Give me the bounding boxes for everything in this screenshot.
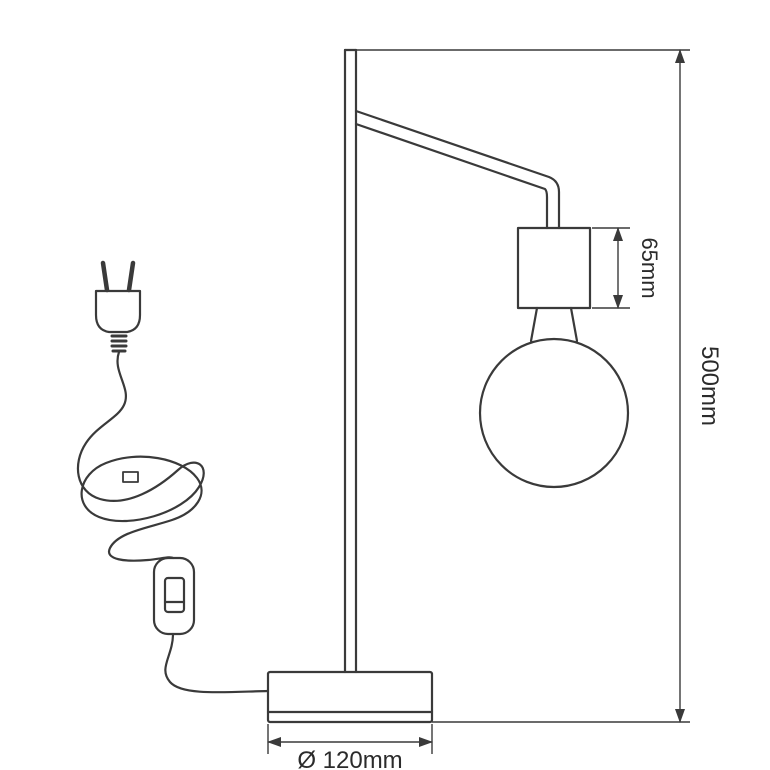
switch-rocker (163, 576, 186, 614)
base-dimension-label: Ø 120mm (297, 747, 402, 770)
plug-cable-grip (110, 334, 128, 353)
light-bulb (478, 306, 630, 489)
dimension-overall-height (356, 49, 690, 723)
power-plug-icon (94, 260, 142, 353)
lamp-base (266, 670, 434, 724)
plug-body (94, 289, 142, 334)
power-cord-coil (76, 350, 205, 562)
dimension-socket-height (592, 227, 630, 309)
dimension-base-diameter (267, 724, 433, 754)
power-cord-to-base (164, 632, 270, 694)
lamp-socket (516, 226, 592, 310)
lamp-pole (343, 48, 358, 674)
cable-tie (122, 471, 139, 483)
height-dimension-label: 500mm (696, 346, 723, 426)
plug-pins (100, 260, 136, 293)
socket-dimension-label: 65mm (637, 237, 662, 298)
inline-switch (152, 556, 196, 636)
lamp-arm (354, 109, 561, 230)
